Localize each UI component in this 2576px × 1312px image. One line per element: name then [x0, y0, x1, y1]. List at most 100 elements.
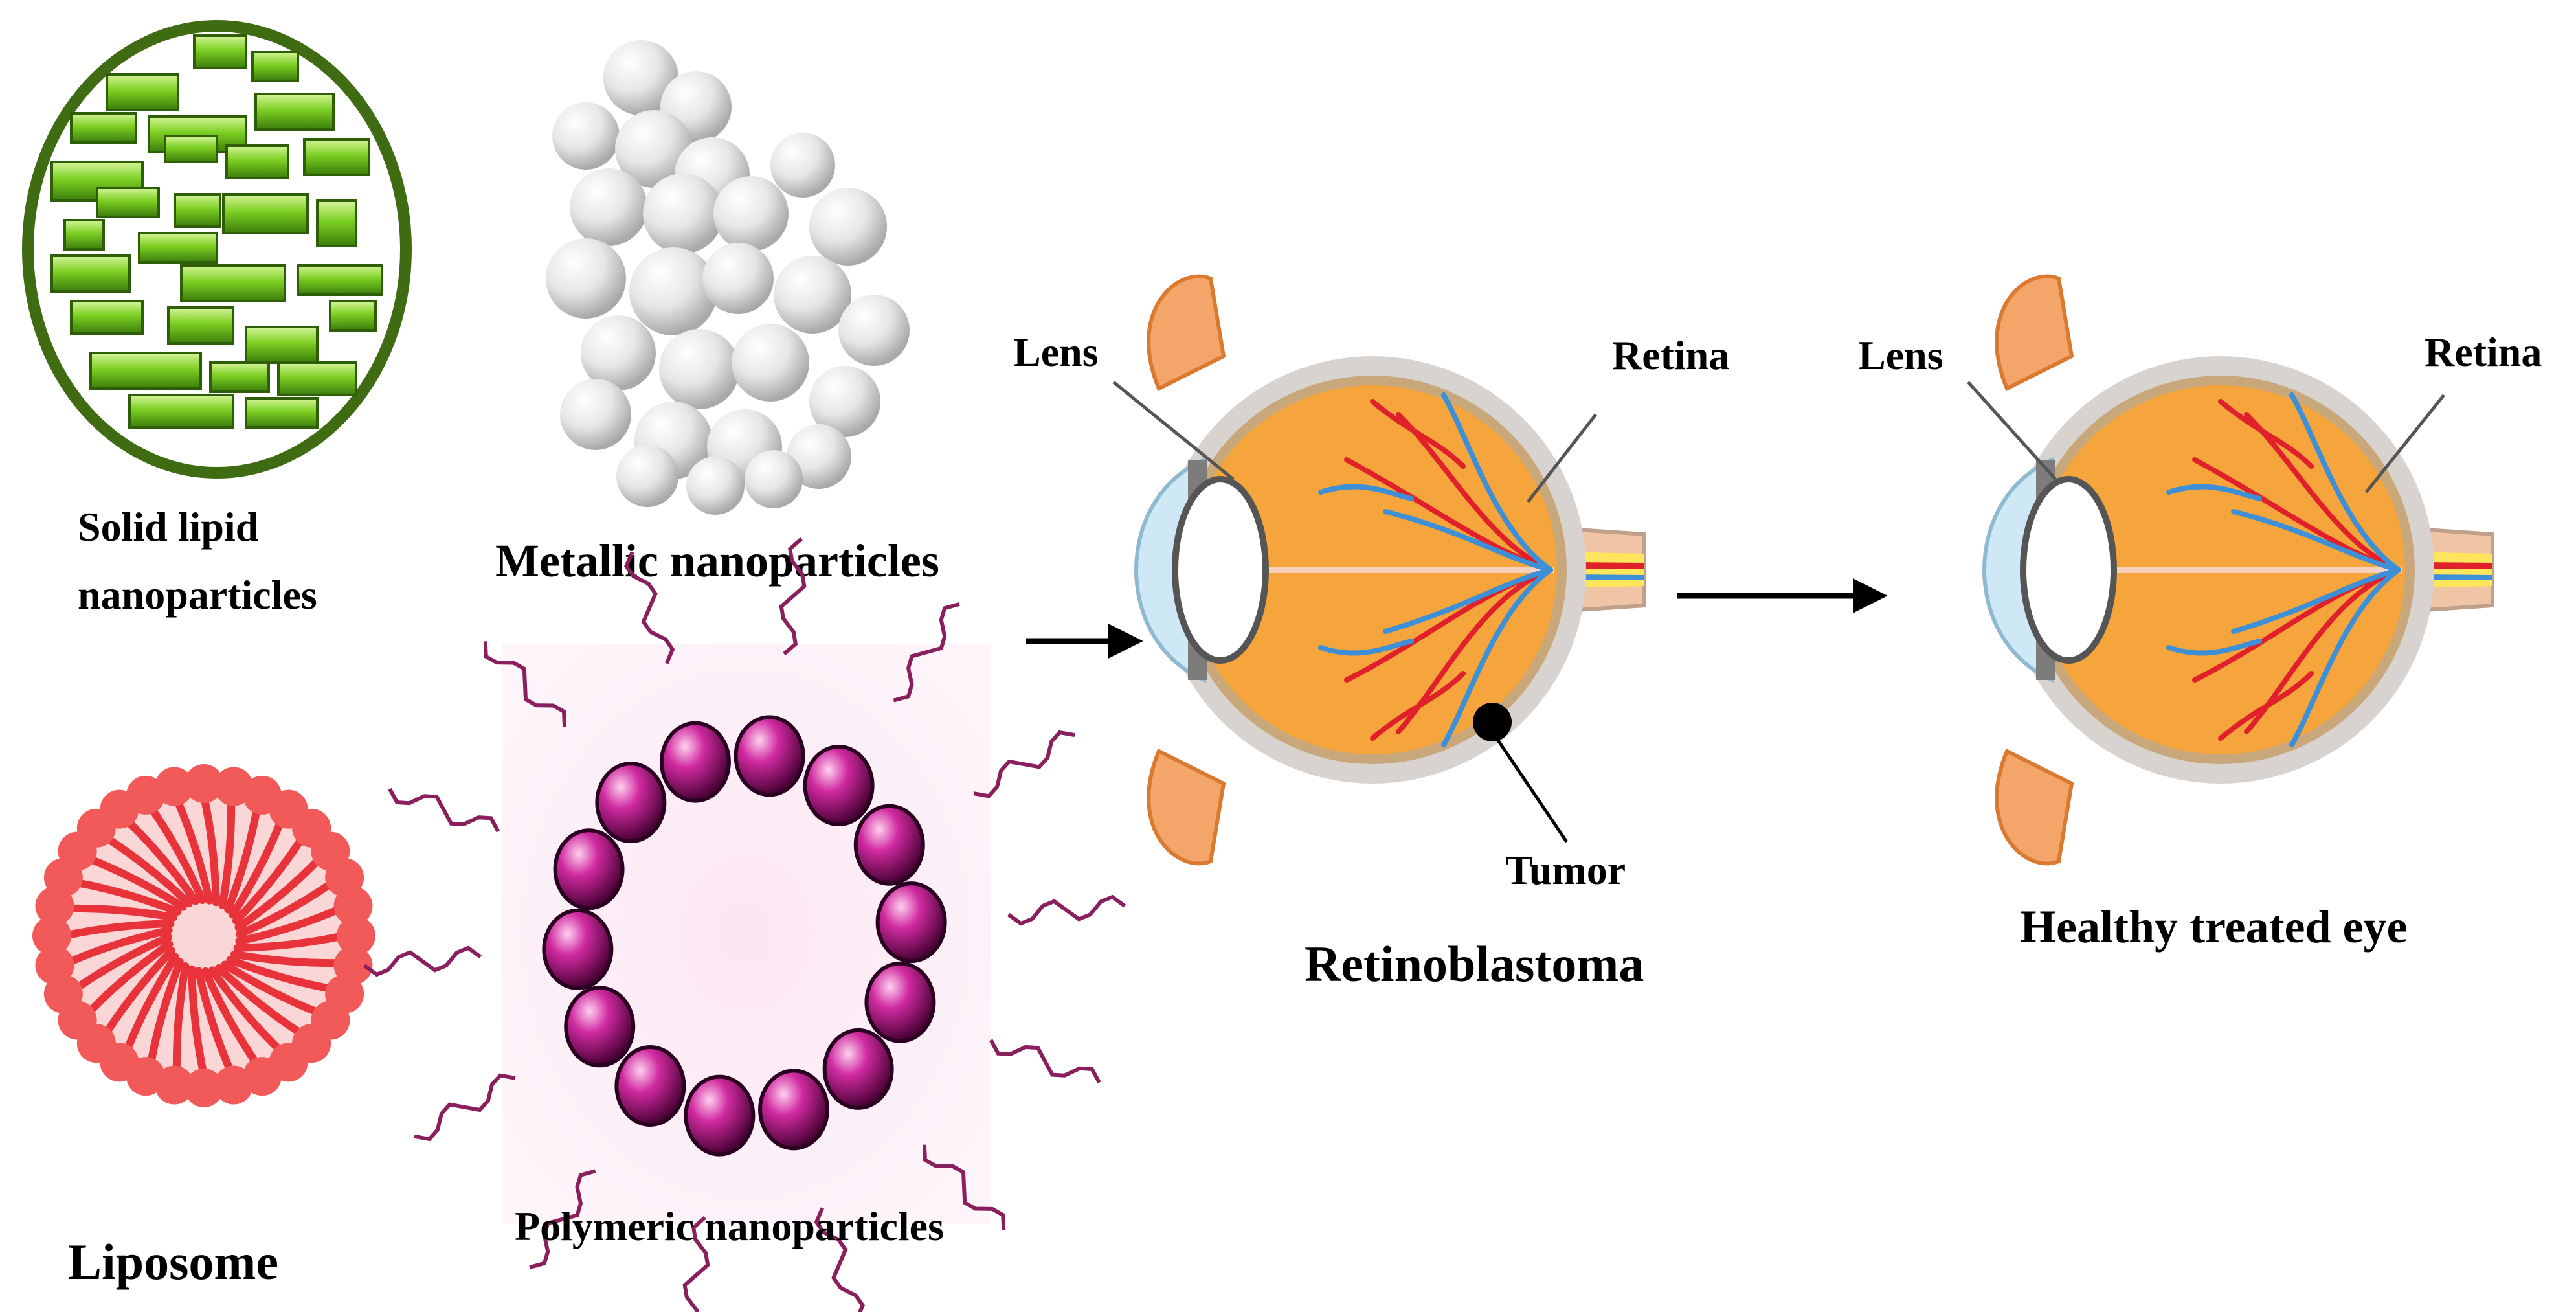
lipid-tail: [122, 816, 199, 905]
metal-sphere: [713, 176, 789, 251]
healthy-lens-label: Lens: [1858, 332, 1943, 378]
polymer-chain: [1007, 894, 1126, 926]
lipid-tail: [235, 878, 337, 938]
lipid-block: [89, 352, 202, 390]
polymeric-nanoparticle: [363, 537, 1126, 1312]
lipid-block: [128, 394, 234, 429]
retinal-vessel: [1441, 567, 1553, 747]
lipid-tail: [230, 950, 344, 967]
retinoblastoma-lens-label: Lens: [1013, 329, 1099, 375]
retinal-vessel: [1318, 484, 1414, 501]
liposome-center: [179, 911, 229, 960]
polymer-bead: [758, 1069, 830, 1151]
lipid-head: [185, 1069, 223, 1107]
polymer-chain: [779, 537, 807, 656]
lipid-block: [254, 93, 335, 131]
lipid-tail: [61, 920, 175, 940]
metal-sphere: [603, 40, 678, 115]
polymer-chain: [973, 730, 1075, 798]
lipid-head: [333, 887, 373, 926]
lipid-tail: [84, 940, 174, 1017]
polymer-chain: [363, 945, 482, 977]
lipid-block: [180, 264, 286, 302]
solid-lipid-nanoparticle: [22, 20, 412, 479]
metal-sphere: [659, 329, 739, 409]
polymer-chain: [893, 602, 960, 703]
metal-sphere: [838, 295, 910, 366]
polymer-chain: [483, 641, 567, 727]
solid-lipid-label-line2: nanoparticles: [78, 572, 317, 618]
retina-pointer: [1527, 413, 1597, 503]
metal-sphere: [774, 256, 851, 334]
retinal-vessel: [2231, 567, 2401, 634]
retinal-vessel: [2218, 671, 2314, 741]
lipid-tail: [122, 953, 179, 1056]
retinal-vessel: [1370, 399, 1466, 469]
lipid-block: [277, 361, 357, 396]
lipid-tail: [173, 795, 214, 905]
tumor-label: Tumor: [1505, 847, 1626, 893]
metal-sphere: [686, 457, 745, 515]
liposome: [32, 764, 375, 1107]
lipid-head: [214, 1065, 253, 1105]
lower-muscle: [1147, 748, 1226, 866]
metal-sphere: [570, 168, 647, 246]
healthy-retina-pointer: [2365, 394, 2445, 493]
retinal-vessel: [2218, 399, 2314, 469]
polymer-bead: [875, 881, 947, 964]
lipid-block: [138, 232, 218, 264]
retinal-vessel: [1441, 392, 1553, 572]
metal-sphere: [809, 188, 887, 266]
retinal-vessel: [1383, 567, 1553, 634]
retinoblastoma-retina-label: Retina: [1612, 332, 1729, 378]
tumor-pointer: [1490, 730, 1569, 843]
polymer-chain: [388, 787, 500, 833]
lipid-block: [63, 219, 105, 251]
lipid-tail: [234, 854, 324, 931]
lipid-block: [50, 254, 131, 293]
lens: [2020, 476, 2117, 664]
polymer-chain: [623, 551, 675, 664]
lipid-tail: [188, 965, 208, 1079]
lipid-block: [303, 138, 370, 176]
metal-sphere: [643, 174, 723, 254]
upper-muscle: [1147, 274, 1226, 392]
polymer-chain: [922, 1144, 1006, 1230]
lipid-tail: [221, 960, 324, 1017]
lipid-block: [96, 187, 160, 218]
polymer-bead: [853, 804, 925, 886]
upper-muscle: [1995, 274, 2074, 392]
lipid-tail: [101, 947, 176, 1039]
healthy-caption: Healthy treated eye: [2020, 901, 2407, 953]
lipid-tail: [235, 905, 344, 945]
polymer-chain: [814, 1207, 866, 1312]
lipid-tail: [233, 932, 347, 952]
lipid-crystal-blocks: [50, 34, 383, 429]
lipid-block: [297, 264, 383, 296]
lipid-block: [106, 73, 179, 111]
lipid-tail: [232, 833, 307, 925]
lipid-tail: [194, 967, 235, 1076]
polymer-bead: [614, 1045, 686, 1127]
metal-sphere: [560, 379, 631, 450]
tumor-marker: [1473, 703, 1512, 741]
lipid-tail: [146, 958, 184, 1069]
liposome-label: Liposome: [68, 1234, 278, 1290]
healthy-treated-eye: [1982, 274, 2494, 866]
metal-sphere: [615, 110, 693, 188]
lipid-tail: [218, 795, 236, 910]
lipid-block: [209, 361, 270, 393]
metal-sphere: [552, 102, 620, 170]
lipid-block: [225, 144, 289, 179]
metallic-nanoparticle: [546, 40, 910, 515]
metal-sphere: [616, 445, 678, 507]
polymer-bead: [864, 961, 936, 1043]
solid-lipid-label-line1: Solid lipid: [78, 504, 258, 550]
metal-sphere: [745, 450, 803, 508]
lipid-head: [337, 916, 375, 955]
polymer-bead: [684, 1074, 756, 1157]
lipid-block: [70, 300, 144, 335]
metal-sphere: [629, 247, 717, 335]
retinal-vessel: [2289, 392, 2401, 572]
metal-sphere: [581, 315, 656, 390]
